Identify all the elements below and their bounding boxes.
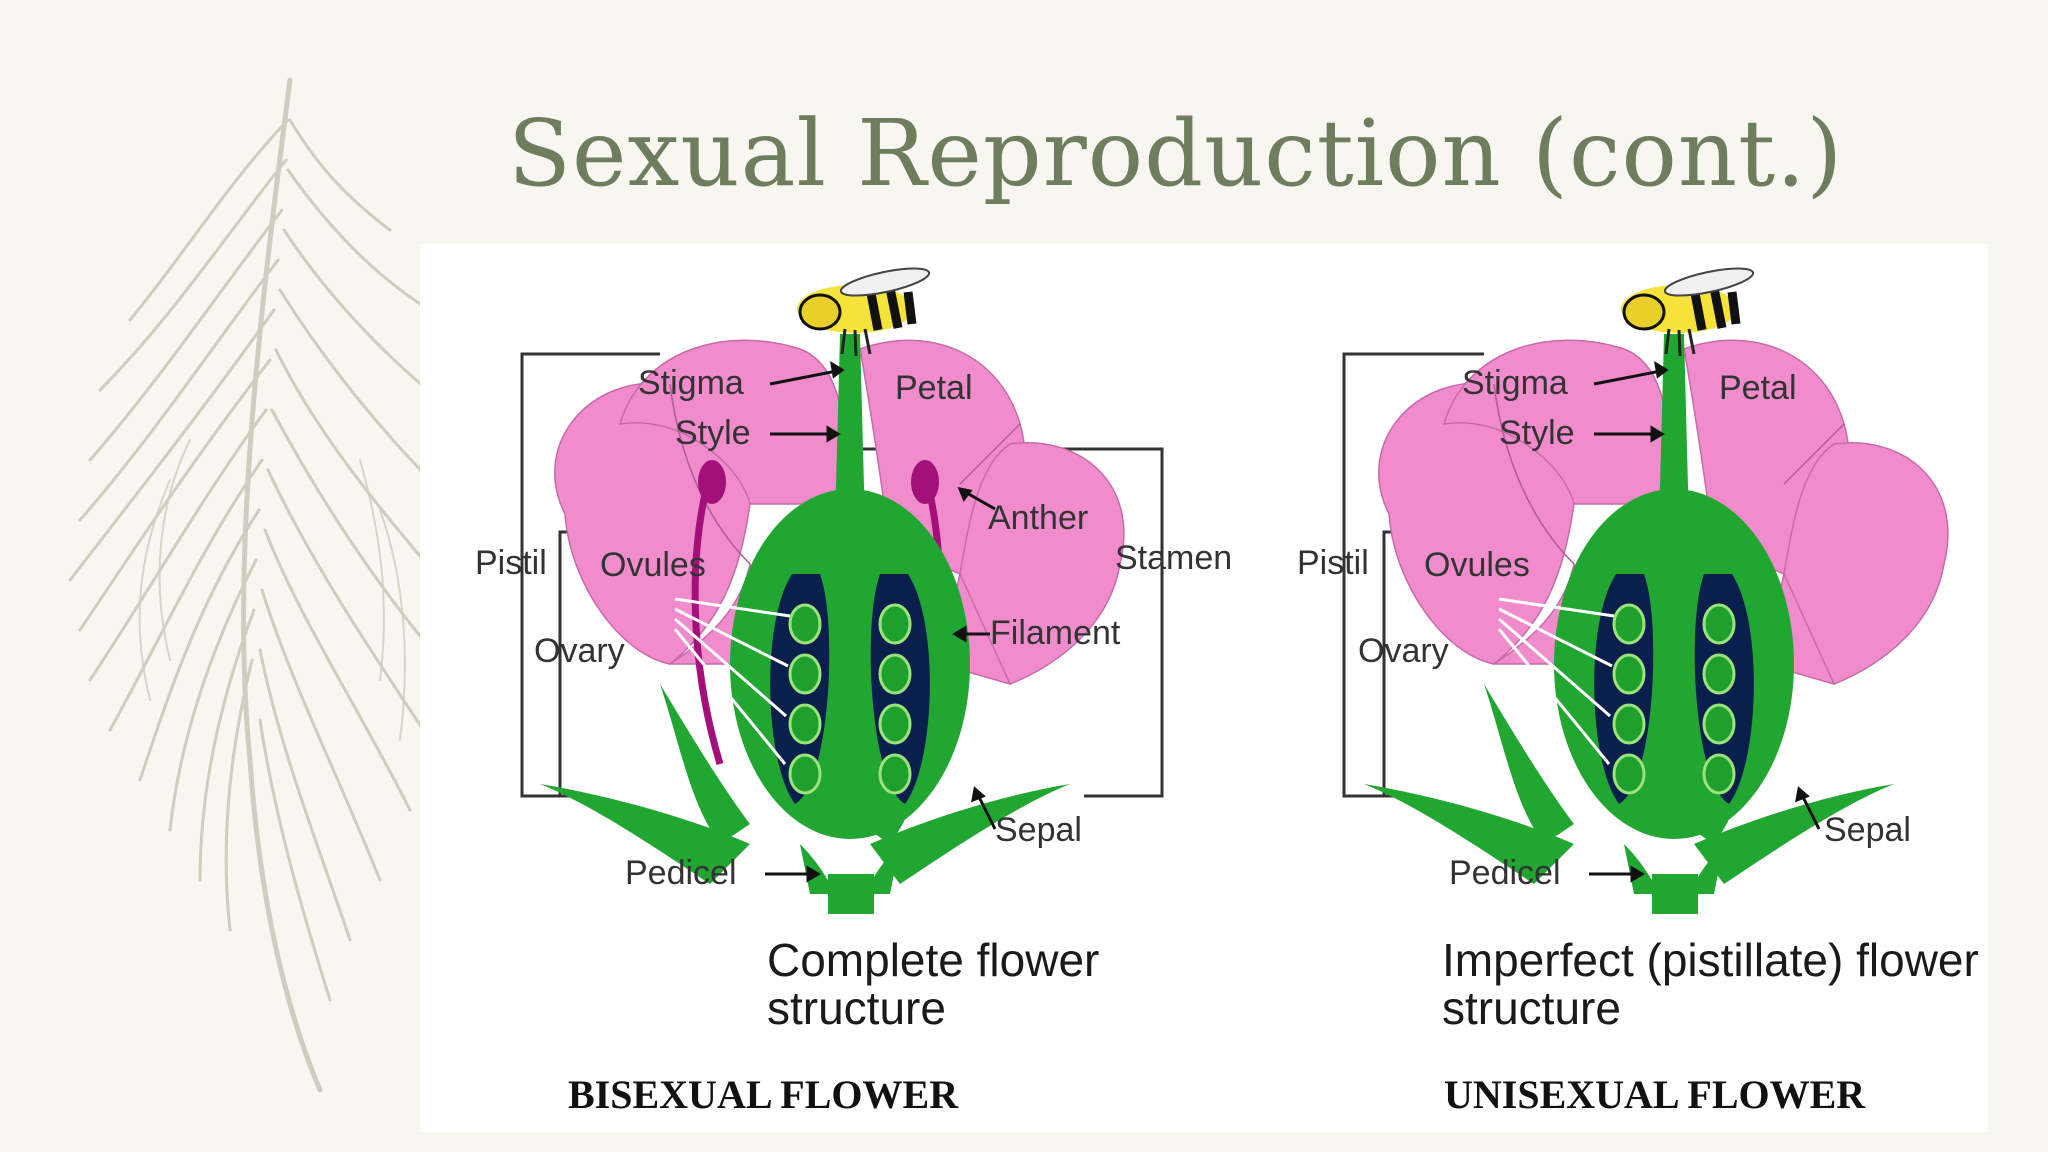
label-ovary: Ovary <box>1358 632 1449 670</box>
label-pistil: Pistil <box>475 544 547 582</box>
subtitle-bisexual: BISEXUAL FLOWER <box>568 1072 959 1117</box>
flower-figure: Stigma Style Petal Anther Stamen Pistil … <box>420 244 1988 1132</box>
bisexual-flower-diagram: Stigma Style Petal Anther Stamen Pistil … <box>475 267 1232 1117</box>
label-style: Style <box>675 414 751 452</box>
feather-decoration <box>68 77 440 1093</box>
caption-line1: Imperfect (pistillate) flower <box>1442 934 1979 986</box>
label-stigma: Stigma <box>1462 364 1568 402</box>
label-petal: Petal <box>1719 369 1797 407</box>
label-sepal: Sepal <box>1824 811 1911 849</box>
caption-line2: structure <box>1442 982 1621 1034</box>
pistil-bracket <box>1342 352 1484 798</box>
label-filament: Filament <box>990 614 1121 652</box>
bee-icon <box>1621 267 1755 357</box>
label-pedicel: Pedicel <box>625 854 737 892</box>
label-sepal: Sepal <box>995 811 1082 849</box>
label-pistil: Pistil <box>1297 544 1369 582</box>
unisexual-flower-diagram: Stigma Style Petal Pistil Ovules Ovary S… <box>1297 267 1979 1117</box>
slide-title: Sexual Reproduction (cont.) <box>508 100 1844 207</box>
label-stigma: Stigma <box>638 364 744 402</box>
label-stamen: Stamen <box>1115 539 1232 577</box>
label-ovary: Ovary <box>534 632 625 670</box>
label-pedicel: Pedicel <box>1449 854 1561 892</box>
pistil-body <box>730 334 970 914</box>
label-anther: Anther <box>988 499 1088 537</box>
caption-line2: structure <box>767 982 946 1034</box>
label-style: Style <box>1499 414 1575 452</box>
label-petal: Petal <box>895 369 973 407</box>
label-ovules: Ovules <box>1424 546 1530 584</box>
pistil-bracket <box>520 352 660 798</box>
bee-icon <box>797 267 931 357</box>
pistil-body <box>1554 334 1794 914</box>
subtitle-unisexual: UNISEXUAL FLOWER <box>1444 1072 1866 1117</box>
label-ovules: Ovules <box>600 546 706 584</box>
caption-line1: Complete flower <box>767 934 1099 986</box>
